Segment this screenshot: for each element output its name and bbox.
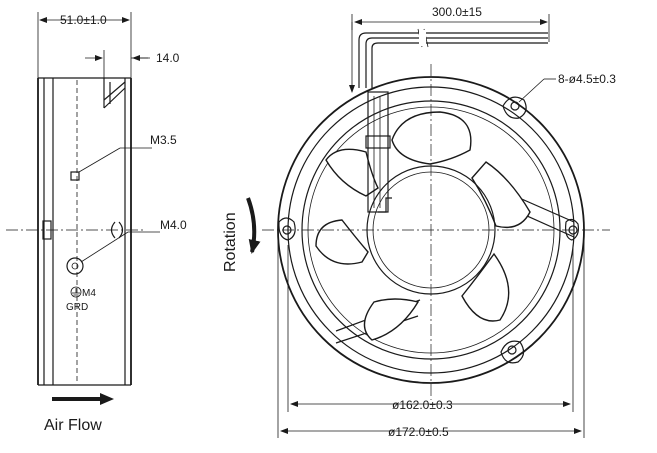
- m35-screw-mark: [70, 171, 80, 181]
- lead-wires: [358, 28, 548, 88]
- mount-ear-bottom-right: [500, 340, 525, 364]
- m40-label: M4.0: [160, 218, 187, 232]
- ground-size-label: M4: [82, 288, 96, 299]
- front-view: 300.0±15 8-ø4.5±0.3: [222, 5, 616, 439]
- width-dim-label: 51.0±1.0: [60, 13, 107, 27]
- ground-label: GRD: [66, 302, 88, 313]
- outer-diameter-label: ø172.0±0.5: [388, 425, 449, 439]
- mount-ear-left: [278, 217, 296, 241]
- fan-side-body: [37, 77, 132, 386]
- side-view: 51.0±1.0 14.0: [6, 12, 187, 434]
- rotation-label: Rotation: [222, 212, 239, 272]
- depth-dim-label: 14.0: [156, 51, 180, 65]
- wire-channel: [365, 91, 392, 213]
- inner-diameter-label: ø162.0±0.3: [392, 398, 453, 412]
- mount-holes-label: 8-ø4.5±0.3: [558, 72, 616, 86]
- m35-label: M3.5: [150, 133, 177, 147]
- lead-length-label: 300.0±15: [432, 5, 482, 19]
- m40-screw-mark: [66, 257, 84, 275]
- airflow-arrow-icon: [100, 393, 114, 405]
- fan-blades: [315, 111, 531, 341]
- airflow-label: Air Flow: [44, 417, 102, 434]
- ground-icon: [70, 286, 82, 298]
- rotation-arrow-icon: [246, 197, 261, 254]
- mount-ear-top-right: [502, 96, 527, 119]
